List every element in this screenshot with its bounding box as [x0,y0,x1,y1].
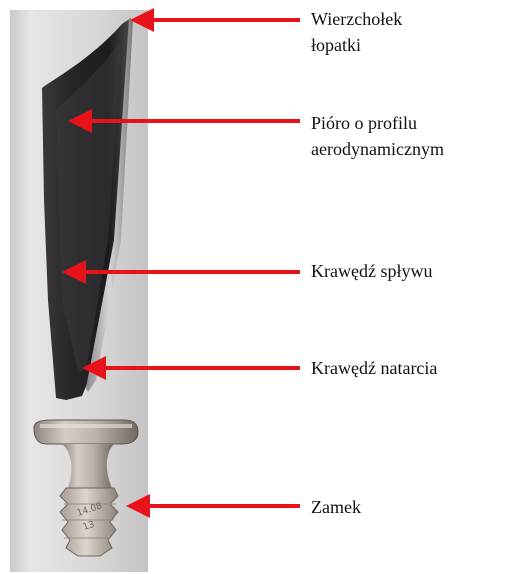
label-blade-tip-line-1: Wierzchołek [311,6,402,32]
label-blade-tip: Wierzchołek łopatki [311,6,402,58]
arrow-tip [130,8,300,32]
label-airfoil-line-1: Pióro o profilu [311,110,444,136]
blade-platform [34,420,138,444]
label-airfoil-line-2: aerodynamicznym [311,136,444,162]
label-blade-tip-line-2: łopatki [311,32,402,58]
label-trailing-edge: Krawędź spływu [311,258,432,284]
arrow-root [126,494,300,518]
label-airfoil: Pióro o profilu aerodynamicznym [311,110,444,162]
label-leading-edge: Krawędź natarcia [311,355,437,381]
label-root: Zamek [311,494,361,520]
platform-top-shade [40,424,132,428]
